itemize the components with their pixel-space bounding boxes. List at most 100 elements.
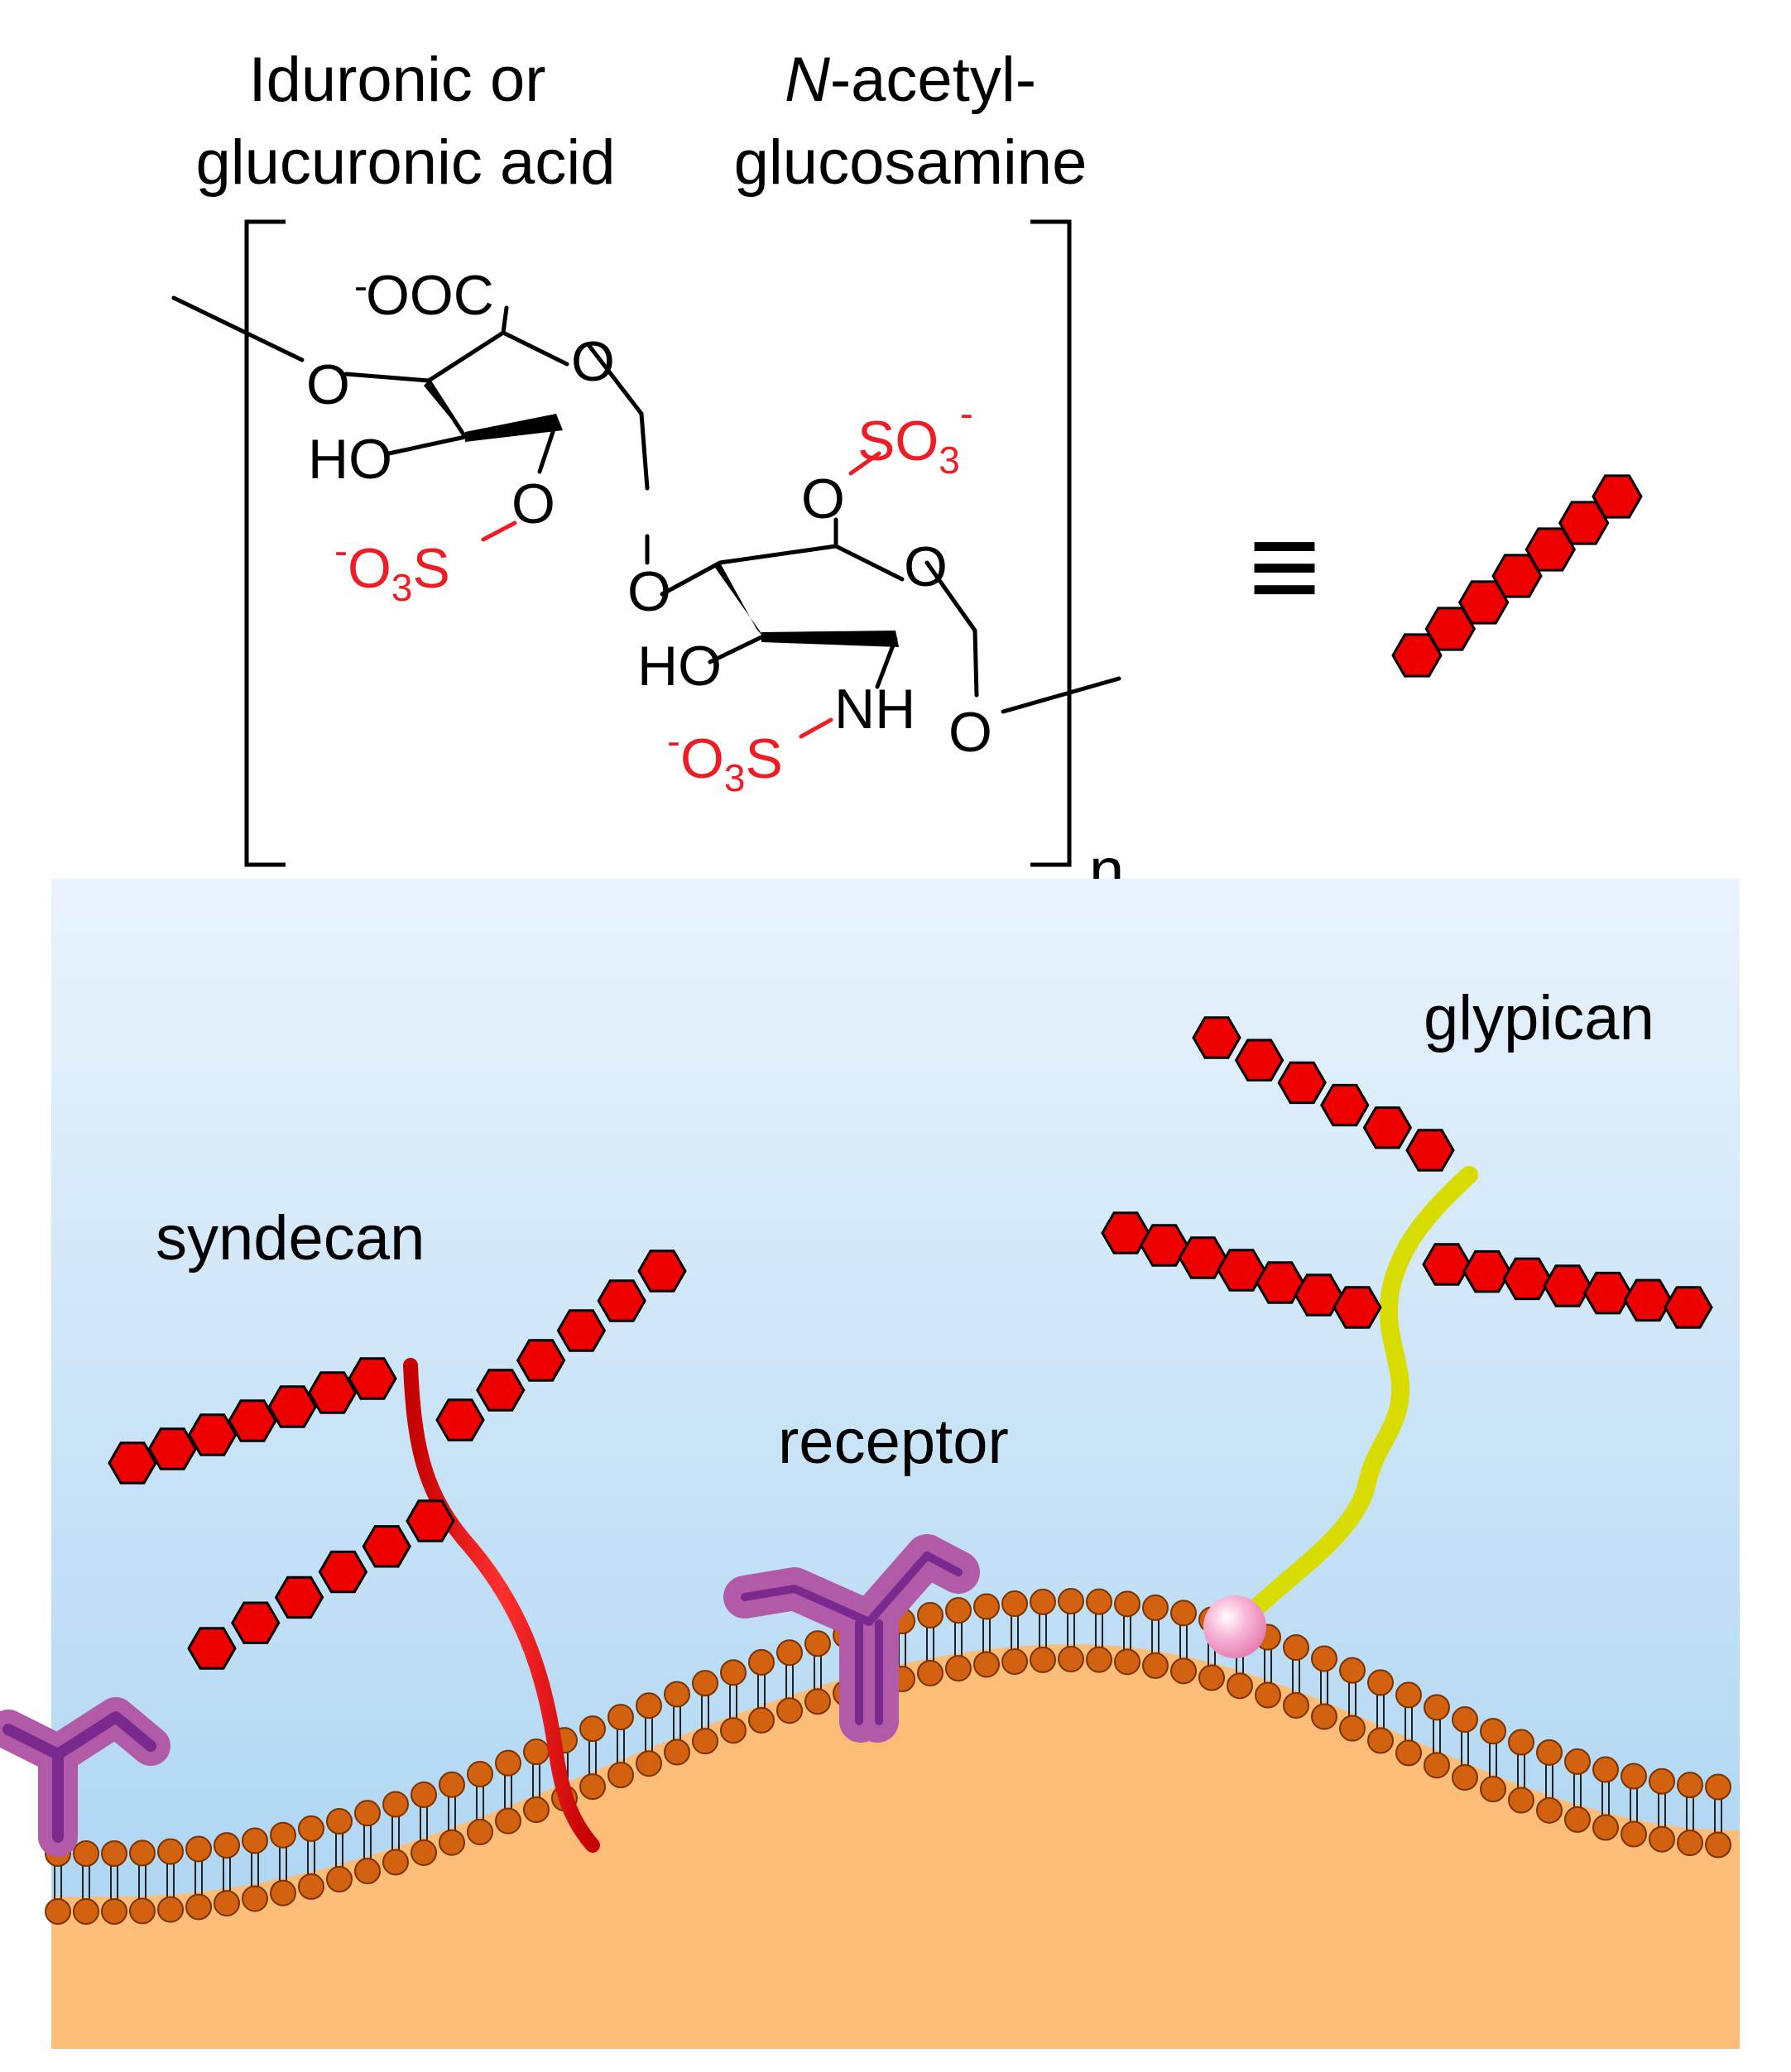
ring1-oxygen: O [571, 330, 615, 393]
lipid-head [1198, 1664, 1225, 1691]
hexagon-sugar [1462, 1249, 1512, 1293]
cell-surface-scene: syndecan glypican receptor [0, 879, 1740, 2049]
lipid-head [1255, 1681, 1281, 1709]
lipid-head [1086, 1588, 1112, 1615]
lipid-head [101, 1898, 127, 1925]
right-bracket [1030, 219, 1072, 867]
lipid-head [917, 1659, 944, 1686]
lipid-head [495, 1807, 521, 1835]
lipid-head [945, 1597, 972, 1624]
lipid-head [270, 1821, 296, 1849]
lipid-head [1621, 1763, 1647, 1790]
lipid-head [945, 1655, 972, 1682]
hexagon-sugar [637, 1249, 687, 1293]
lipid-head [439, 1829, 465, 1856]
glycosidic-oxygen-left: O [306, 353, 350, 416]
ring1-sulfate-oxygen: O [511, 472, 555, 535]
lipid-head [1508, 1787, 1534, 1814]
lipid-head [270, 1879, 296, 1907]
hexagon-sugar [187, 1627, 237, 1670]
lipid-head [1452, 1706, 1478, 1734]
lipid-head [579, 1773, 606, 1801]
hexagon-sugar [597, 1279, 646, 1322]
lipid-head [45, 1898, 71, 1925]
uronic-acid-label-line2: glucuronic acid [196, 127, 616, 198]
hexagon-sugar [274, 1576, 324, 1619]
lipid-head [776, 1697, 803, 1724]
glypican-core-protein [1232, 1166, 1478, 1631]
lipid-head [298, 1873, 324, 1900]
lipid-head [326, 1808, 353, 1835]
lipid-head [1705, 1773, 1731, 1801]
hexagon-sugar [228, 1399, 277, 1442]
lipid-head [1283, 1691, 1309, 1719]
cytoplasm [51, 1644, 1740, 2049]
ring2-amine: NH [834, 678, 915, 741]
lipid-head [523, 1739, 550, 1766]
hexagon-sugar [1255, 1261, 1305, 1304]
hexagon-sugar [362, 1525, 411, 1568]
lipid-head [1058, 1646, 1084, 1673]
lipid-head [1480, 1718, 1506, 1745]
hexagon-sugar [267, 1385, 318, 1428]
hexagon-sugar [1178, 1236, 1228, 1279]
ring1-hydroxyl: HO [308, 428, 392, 491]
lipid-head [1311, 1703, 1337, 1730]
lipid-head [1367, 1669, 1394, 1696]
lipid-head [1649, 1767, 1675, 1795]
hexagon-sugar [348, 1357, 397, 1400]
lipid-head [439, 1771, 465, 1798]
lipid-head [692, 1670, 718, 1697]
glcnac-label-italic: N [785, 45, 830, 115]
sulfate-6-o: SO3- [857, 392, 973, 482]
lipid-head [1030, 1588, 1056, 1615]
lipid-head [720, 1659, 747, 1686]
lipid-head [214, 1890, 240, 1917]
lipid-head [1142, 1652, 1169, 1679]
lipid-head [354, 1800, 381, 1827]
hexagon-sugar [1664, 1286, 1713, 1329]
lipid-head [129, 1839, 156, 1867]
lipid-head [298, 1815, 324, 1842]
carboxylate-label: OOC [366, 264, 494, 327]
lipid-head [1592, 1756, 1619, 1783]
sulfate-bonds [481, 451, 881, 739]
lipid-head [1227, 1672, 1253, 1700]
lipid-head [1592, 1814, 1619, 1841]
sulfate-2-o: -O3S [334, 530, 450, 609]
lipid-head [917, 1601, 944, 1628]
glcnac-label-line1: N-acetyl- [785, 45, 1036, 115]
hexagon-sugar [307, 1371, 358, 1414]
wedge-bond-ring1b [424, 381, 470, 442]
lipid-head [1114, 1590, 1140, 1618]
lipid-head [1114, 1648, 1140, 1676]
lipid-head [1424, 1694, 1450, 1721]
lipid-head [185, 1893, 212, 1921]
lipid-head [1508, 1729, 1534, 1756]
lipid-head [1058, 1588, 1084, 1615]
lipid-head [523, 1796, 550, 1824]
lipid-head [664, 1739, 690, 1766]
hexagon-sugar [1192, 1016, 1241, 1059]
lipid-head [73, 1898, 99, 1925]
lipid-head [579, 1715, 606, 1743]
hexagon-sugar [1502, 1257, 1553, 1301]
carboxylate-charge: - [354, 265, 367, 309]
lipid-head [1395, 1681, 1422, 1709]
glypican-chain-middle-right [1422, 1243, 1713, 1329]
lipid-head [1086, 1646, 1112, 1673]
hexagon-sugar [1139, 1224, 1189, 1267]
hexagon-sugar [1543, 1264, 1592, 1307]
lipid-head [1001, 1590, 1028, 1618]
hexagon-sugar [1320, 1083, 1370, 1127]
lipid-head [1001, 1648, 1028, 1676]
lipid-head [411, 1781, 437, 1808]
lipid-head [1564, 1806, 1591, 1833]
lipid-head [382, 1849, 409, 1876]
hexagon-sugar [435, 1398, 485, 1441]
hexagon-sugar [147, 1427, 198, 1470]
lipid-head [776, 1639, 803, 1667]
hexagon-sugar [1362, 1106, 1413, 1149]
lipid-head [101, 1840, 127, 1867]
receptor-label: receptor [778, 1407, 1009, 1477]
